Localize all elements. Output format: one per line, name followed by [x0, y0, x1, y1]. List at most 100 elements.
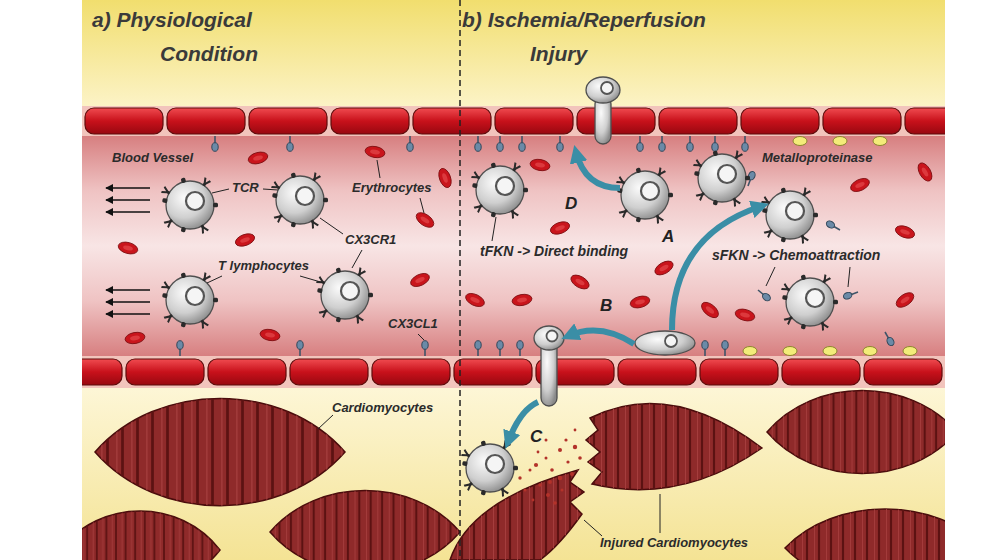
- cx3cl1-molecule: [422, 341, 428, 356]
- endothelium-gap: [82, 106, 945, 136]
- cx3cl1-molecule: [712, 136, 718, 151]
- t-lymphocyte: [761, 187, 818, 244]
- cx3cl1-molecule: [497, 341, 503, 356]
- mechanism-label: sFKN -> Chemoattraction: [712, 247, 880, 264]
- metalloproteinase: [793, 137, 807, 146]
- erythrocyte: [569, 272, 592, 292]
- soluble-fractalkine: [756, 288, 772, 303]
- flow-arrow: [106, 188, 150, 314]
- cell-label: T lymphocytes: [218, 258, 309, 274]
- cx3cl1-molecule: [722, 341, 728, 356]
- erythrocyte: [414, 210, 437, 230]
- metalloproteinase: [863, 347, 877, 356]
- erythrocyte: [511, 293, 533, 307]
- metalloproteinase: [833, 137, 847, 146]
- erythrocyte: [364, 145, 386, 159]
- soluble-fractalkine: [882, 330, 895, 346]
- cx3cl1-molecule: [687, 136, 693, 151]
- metalloproteinase: [903, 347, 917, 356]
- cx3cl1-molecule: [742, 136, 748, 151]
- erythrocyte: [653, 258, 676, 278]
- endothelium-gap: [82, 356, 945, 388]
- cx3cl1-molecule: [519, 136, 525, 151]
- endothelium-top: [82, 106, 945, 136]
- cx3cl1-molecule: [497, 136, 503, 151]
- mechanism-label: tFKN -> Direct binding: [480, 243, 628, 260]
- cx3cl1-molecule: [637, 136, 643, 151]
- transmigrating-lymphocyte: [534, 326, 564, 406]
- cx3cl1-molecule: [475, 136, 481, 151]
- metalloproteinase: [823, 347, 837, 356]
- region-label: Blood Vessel: [112, 150, 193, 166]
- soluble-fractalkine: [843, 289, 860, 300]
- erythrocyte: [117, 240, 139, 256]
- callout-letter: D: [565, 195, 577, 213]
- cx3cl1-molecule: [177, 341, 183, 356]
- leader-line: [207, 160, 850, 536]
- cx3cl1-molecule: [475, 341, 481, 356]
- t-lymphocyte: [781, 274, 838, 331]
- erythrocyte: [247, 150, 269, 166]
- cardiomyocyte: [785, 509, 945, 560]
- injured-cardiomyocyte: [586, 403, 762, 489]
- process-arrow: [508, 152, 762, 442]
- erythrocyte: [464, 291, 487, 309]
- cardiomyocyte: [95, 398, 345, 505]
- panel-heading: b) Ischemia/Reperfusion Injury: [462, 3, 737, 71]
- cell-debris: [518, 429, 582, 505]
- erythrocyte: [629, 294, 651, 310]
- erythrocyte: [849, 176, 872, 194]
- cx3cl1-molecule: [297, 341, 303, 356]
- cx3cl1-molecule: [702, 341, 708, 356]
- cell-label: Cardiomyocytes: [332, 400, 433, 416]
- erythrocyte: [549, 219, 572, 236]
- t-lymphocyte: [316, 267, 373, 324]
- t-lymphocyte: [471, 162, 528, 219]
- erythrocyte: [734, 307, 756, 323]
- transmigrating-lymphocyte: [586, 77, 620, 144]
- adherent-lymphocyte: [635, 331, 695, 355]
- erythrocyte: [234, 231, 257, 248]
- callout-letter: C: [530, 428, 542, 446]
- cell-label: Erythrocytes: [352, 180, 431, 196]
- cx3cl1-molecule: [287, 136, 293, 151]
- callout-letter: A: [662, 228, 674, 246]
- metalloproteinase: [743, 347, 757, 356]
- vessel-lumen: [82, 136, 945, 356]
- endothelium-bottom: [82, 356, 945, 388]
- panel-heading: a) Physiological Condition: [92, 3, 302, 71]
- callout-letter: B: [600, 297, 612, 315]
- soluble-fractalkine: [825, 220, 841, 233]
- cardiomyocyte: [270, 491, 460, 560]
- erythrocyte: [894, 290, 917, 310]
- erythrocyte: [699, 299, 721, 320]
- erythrocyte: [436, 167, 453, 190]
- cardiomyocyte: [767, 391, 945, 474]
- t-lymphocyte: [616, 167, 673, 224]
- erythrocyte: [915, 161, 935, 184]
- erythrocyte: [259, 328, 281, 342]
- erythrocyte: [124, 331, 146, 345]
- panel-divider: [459, 0, 461, 560]
- cx3cl1-molecule: [659, 136, 665, 151]
- erythrocyte: [409, 271, 432, 289]
- t-lymphocyte: [461, 440, 518, 497]
- molecule-label: CX3CL1: [388, 316, 438, 332]
- cx3cl1-molecule: [212, 136, 218, 151]
- cardiomyocyte: [82, 511, 220, 560]
- cx3cl1-molecule: [407, 136, 413, 151]
- figure: [82, 0, 945, 560]
- metalloproteinase: [783, 347, 797, 356]
- t-lymphocyte: [161, 272, 218, 329]
- cell-label: Injured Cardiomyocytes: [600, 535, 748, 551]
- interstitium-top: [82, 0, 945, 106]
- molecule-label: CX3CR1: [345, 232, 396, 248]
- metalloproteinase: [873, 137, 887, 146]
- t-lymphocyte: [271, 172, 328, 229]
- cx3cl1-molecule: [517, 341, 523, 356]
- erythrocyte: [894, 223, 917, 240]
